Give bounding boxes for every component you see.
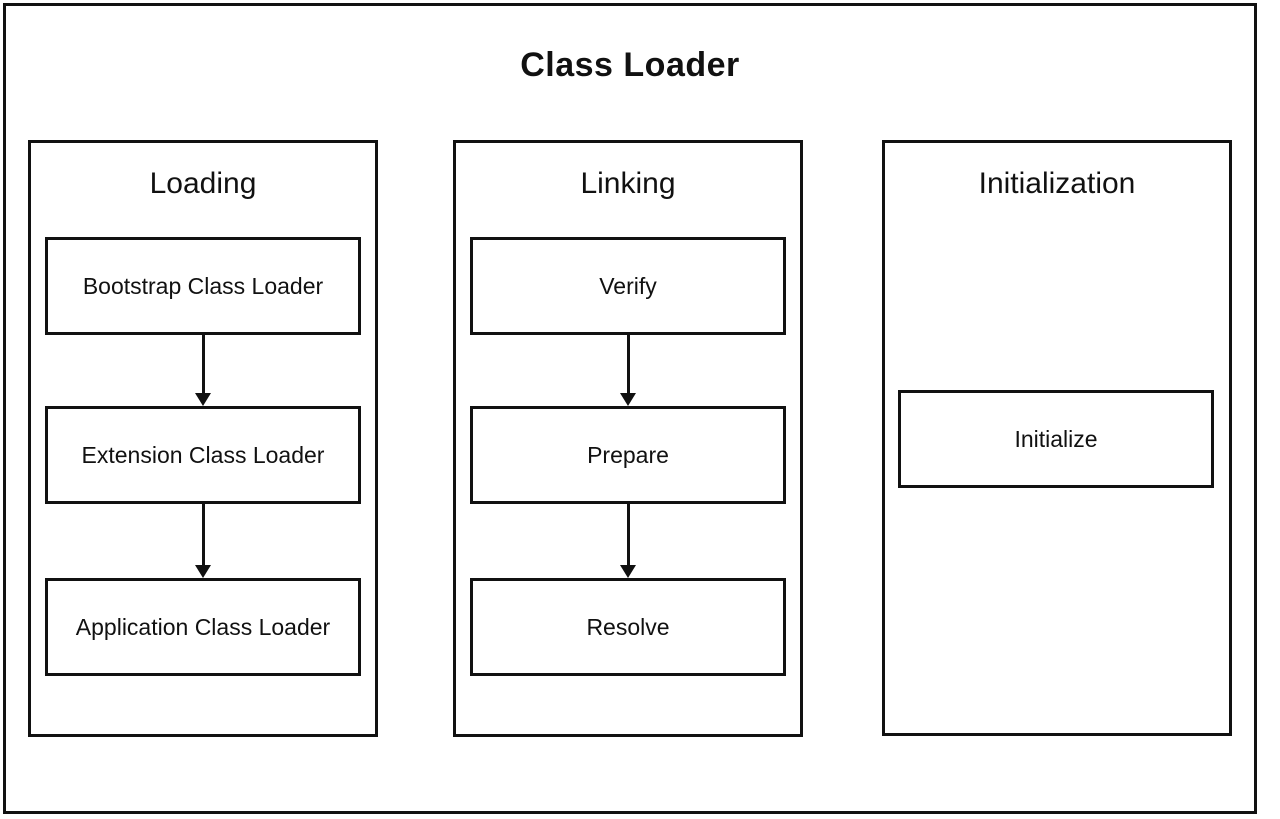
arrow-down-icon [195, 335, 211, 406]
panel-initialization: Initialization Initialize [882, 140, 1232, 736]
node-extension-class-loader: Extension Class Loader [45, 406, 361, 504]
arrow-head [620, 393, 636, 406]
node-bootstrap-class-loader: Bootstrap Class Loader [45, 237, 361, 335]
arrow-down-icon [195, 504, 211, 578]
diagram-title: Class Loader [520, 46, 740, 84]
arrow-head [195, 393, 211, 406]
arrow-shaft [201, 504, 205, 565]
panel-linking-title: Linking [580, 167, 676, 200]
node-resolve: Resolve [470, 578, 786, 676]
arrow-head [620, 565, 636, 578]
arrow-shaft [626, 335, 630, 393]
arrow-down-icon [620, 335, 636, 406]
panel-loading: Loading Bootstrap Class Loader Extension… [28, 140, 378, 737]
panel-initialization-title: Initialization [978, 167, 1136, 200]
arrow-shaft [626, 504, 630, 565]
arrow-shaft [201, 335, 205, 393]
node-application-class-loader: Application Class Loader [45, 578, 361, 676]
class-loader-frame [3, 3, 1257, 814]
node-initialize: Initialize [898, 390, 1214, 488]
node-verify: Verify [470, 237, 786, 335]
arrow-head [195, 565, 211, 578]
panel-loading-title: Loading [149, 167, 257, 200]
arrow-down-icon [620, 504, 636, 578]
node-prepare: Prepare [470, 406, 786, 504]
panel-linking: Linking Verify Prepare Resolve [453, 140, 803, 737]
